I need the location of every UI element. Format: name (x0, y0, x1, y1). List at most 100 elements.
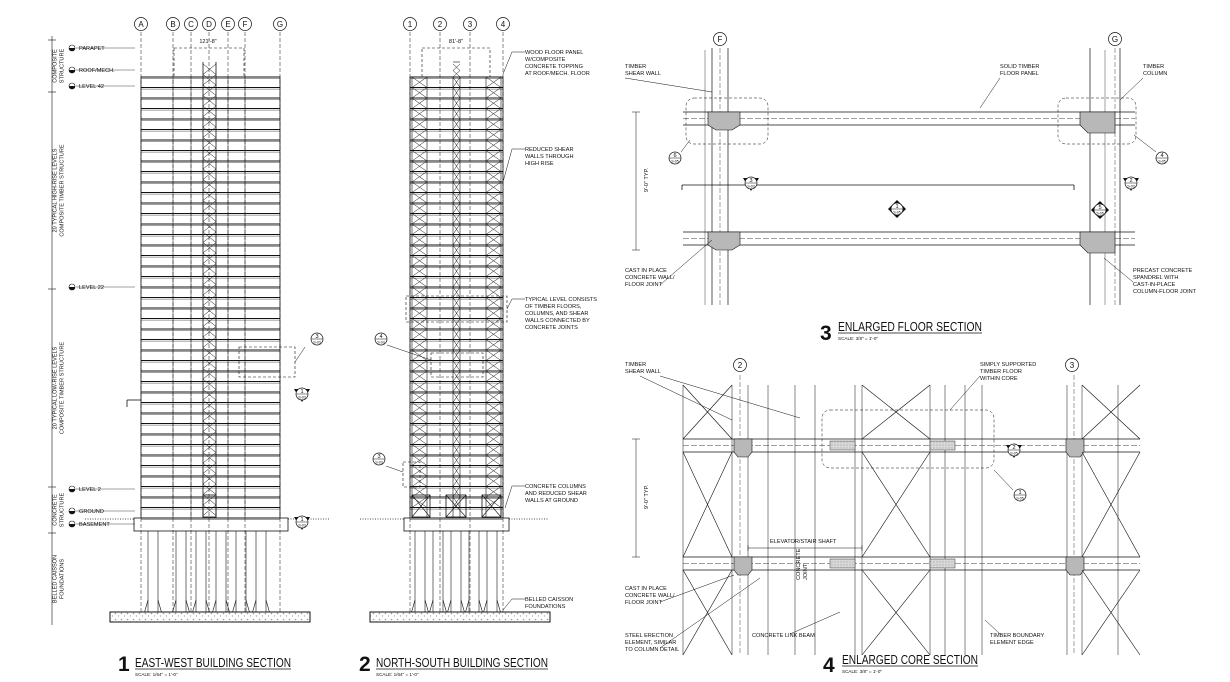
floor-note-3-1: CONCRETE WALL/ (625, 275, 675, 281)
floor-callout-0-num: 6 (673, 153, 676, 159)
ns-note-2-4: CONCRETE JOINTS (525, 325, 578, 331)
ns-note-2-1: OF TIMBER FLOORS, (525, 304, 582, 310)
floor-view-number: 3 (820, 322, 832, 345)
ns-grid-bubble-3: 3 (463, 17, 477, 31)
floor-callout-3-sheet: S-03 (1127, 185, 1135, 189)
ns-callout-ground-num: 3 (377, 454, 380, 460)
floor-note-0-1: SHEAR WALL (625, 71, 661, 77)
core-note-1-1: TIMBER FLOOR (980, 369, 1022, 375)
floor-callout-4-sheet: S-05 (893, 211, 901, 215)
ew-callout-ground-sheet: S-03 (298, 524, 306, 528)
core-note-0-0: TIMBER (625, 362, 646, 368)
core-view-title: ENLARGED CORE SECTION (842, 652, 978, 667)
ns-note-0-0: WOOD FLOOR PANEL (525, 50, 583, 56)
ew-callout-section: 1S-03 (294, 387, 310, 402)
ew-level-marker-6 (68, 520, 76, 528)
floor-note-0-0: TIMBER (625, 64, 646, 70)
ew-grid-bubble-G: G (273, 17, 287, 31)
core-callout-0-num: 2 (1012, 445, 1015, 451)
core-note-5-0: STEEL ERECTION (625, 633, 673, 639)
floor-note-3-2: FLOOR JOINT (625, 282, 663, 288)
floor-callout-3-num: 2 (1129, 178, 1132, 184)
ns-title-block: 2 NORTH-SOUTH BUILDING SECTION SCALE: 1/… (359, 653, 548, 677)
ew-zone-label-0-0: COMPOSITE (53, 49, 59, 83)
ns-note-3-2: WALLS AT GROUND (525, 498, 578, 504)
core-view-scale: SCALE: 3/8" = 1'-0" (842, 669, 882, 674)
core-note-3-0: CONCRETE (796, 548, 802, 580)
ew-grid-bubble-C-label: C (188, 20, 194, 29)
ew-zone-label-2-1: COMPOSITE TIMBER STRUCTURE (60, 342, 66, 434)
ew-grid-bubble-A-label: A (138, 20, 144, 29)
ns-grid-bubble-1: 1 (403, 17, 417, 31)
ew-zone-label-3-0: CONCRETE (53, 494, 59, 526)
core-note-1-0: SIMPLY SUPPORTED (980, 362, 1036, 368)
core-note-0-1: SHEAR WALL (625, 369, 661, 375)
floor-callout-5-num: 5 (1098, 205, 1101, 211)
ew-level-2: LEVEL 42 (79, 84, 104, 90)
ns-callout-ground: 3S-03 (372, 452, 386, 466)
ew-grid-bubble-F-label: F (243, 20, 248, 29)
ew-zone-label-4-1: FOUNDATIONS (60, 559, 66, 600)
floor-view-title: ENLARGED FLOOR SECTION (838, 319, 982, 334)
ns-grid-bubble-1-label: 1 (408, 20, 413, 29)
ns-note-0-1: W/COMPOSITE (525, 57, 566, 63)
ew-grid-bubble-F: F (238, 17, 252, 31)
ew-grid-bubble-B-label: B (170, 20, 175, 29)
core-note-5-2: TO COLUMN DETAIL (625, 647, 679, 653)
floor-grid-bubble-G: G (1108, 32, 1122, 46)
ew-zone-label-3-1: STRUCTURE (60, 492, 66, 527)
ew-level-1: ROOF/MECH. (79, 68, 115, 74)
floor-grid-bubble-F: F (713, 32, 727, 46)
core-callout-1-num: 1 (1018, 490, 1021, 496)
core-note-7-0: TIMBER BOUNDARY (990, 633, 1045, 639)
ns-grid-bubble-4: 4 (496, 17, 510, 31)
ew-view-number: 1 (118, 653, 130, 676)
core-grid-bubble-3-label: 3 (1070, 361, 1075, 370)
core-note-4-1: CONCRETE WALL/ (625, 593, 675, 599)
floor-note-2-0: TIMBER (1143, 64, 1164, 70)
ns-callout-core: 4S-03 (374, 332, 388, 346)
ew-width-dimension: 121'-8" (199, 39, 216, 45)
ns-width-dimension: 81'-8" (449, 39, 463, 45)
floor-callout-3: 2S-03 (1123, 176, 1139, 191)
floor-note-2-1: COLUMN (1143, 71, 1167, 77)
ns-note-1-1: WALLS THROUGH (525, 154, 574, 160)
ew-grid-bubble-E: E (221, 17, 235, 31)
ns-note-2-3: WALLS CONNECTED BY (525, 318, 590, 324)
floor-note-1-1: FLOOR PANEL (1000, 71, 1039, 77)
ns-view-scale: SCALE: 1/64" = 1'-0" (376, 672, 419, 677)
ns-callout-ground-sheet: S-03 (375, 461, 383, 465)
ew-grid-bubble-A: A (134, 17, 148, 31)
core-height-dimension: 9'-0" TYP. (644, 484, 650, 509)
ew-grid-bubble-G-label: G (277, 20, 283, 29)
ew-level-6: BASEMENT (79, 522, 110, 528)
ew-level-marker-5 (68, 507, 76, 515)
ew-level-4: LEVEL 2 (79, 487, 101, 493)
core-grid-bubble-3: 3 (1065, 358, 1079, 372)
ew-level-marker-3 (68, 283, 76, 291)
floor-callout-1-sheet: S-05 (1158, 160, 1166, 164)
floor-note-4-1: SPANDREL WITH (1133, 275, 1178, 281)
core-grid-bubble-2: 2 (733, 358, 747, 372)
ns-callout-core-sheet: S-03 (377, 341, 385, 345)
core-grid-bubble-2-label: 2 (738, 361, 743, 370)
core-callout-0-sheet: S-05 (1010, 452, 1018, 456)
ew-callout-section-sheet: S-03 (298, 396, 306, 400)
core-callout-1-sheet: S-05 (1016, 497, 1024, 501)
core-callout-0: 2S-05 (1006, 443, 1022, 458)
core-note-5-1: ELEMENT, SIMILAR (625, 640, 676, 646)
ew-grid-bubble-E-label: E (225, 20, 230, 29)
floor-title-block: 3 ENLARGED FLOOR SECTION SCALE: 3/8" = 1… (820, 319, 982, 345)
floor-callout-1-num: 4 (1160, 153, 1163, 159)
ew-level-marker-1 (68, 66, 76, 74)
ew-level-marker-4 (68, 485, 76, 493)
ew-callout-ground-num: 1 (300, 517, 303, 523)
ew-zone-label-1-1: COMPOSITE TIMBER STRUCTURE (60, 144, 66, 236)
ew-view-scale: SCALE: 1/64" = 1'-0" (135, 672, 178, 677)
core-callout-1: 1S-05 (1013, 488, 1027, 502)
ew-callout-section-num: 1 (300, 389, 303, 395)
